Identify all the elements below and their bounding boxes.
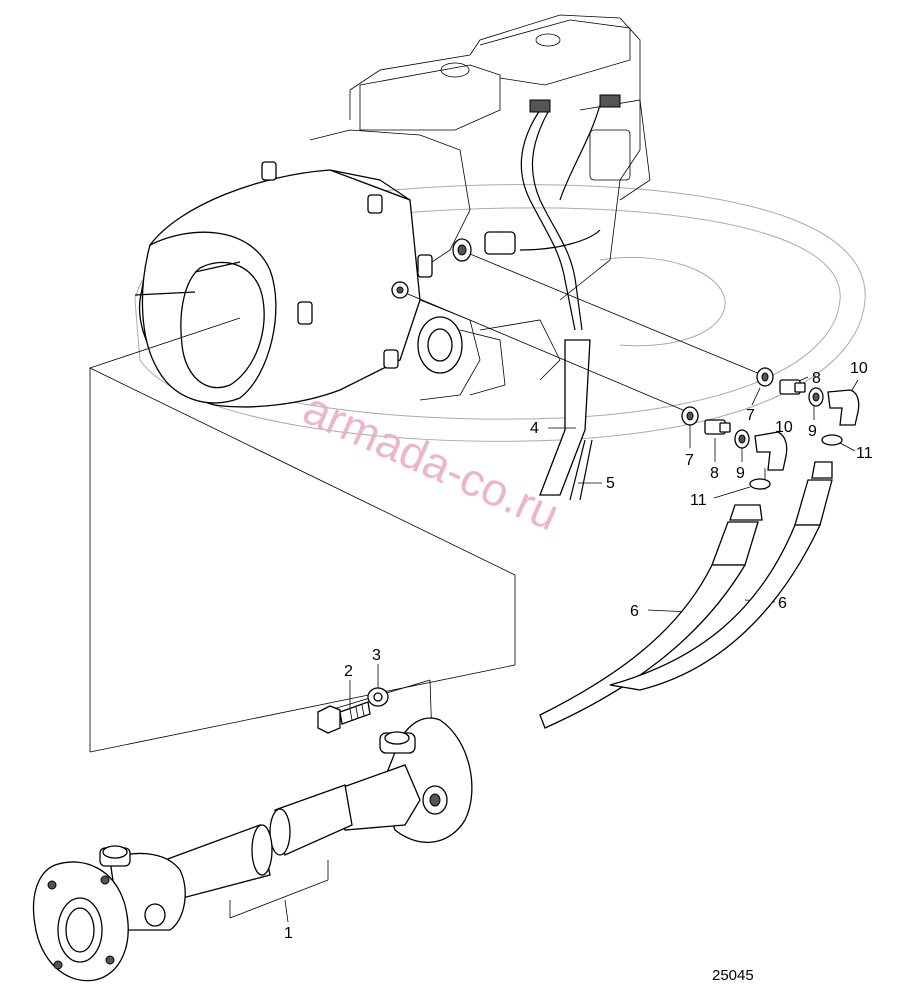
label-part-9-upper: 9 — [808, 423, 817, 440]
label-part-11-lower: 11 — [690, 492, 707, 509]
figure-number: 25045 — [712, 967, 754, 984]
engine-port-fitting — [452, 231, 516, 262]
drive-coupling — [417, 316, 506, 396]
label-part-2: 2 — [344, 663, 353, 680]
bolt-and-washer — [317, 687, 389, 734]
hose-6-pair — [539, 461, 833, 729]
fitting-set-lower — [681, 406, 788, 490]
label-part-1: 1 — [284, 925, 293, 942]
hose-4-5 — [539, 339, 593, 501]
label-part-3: 3 — [372, 647, 381, 664]
leader-lines — [349, 253, 859, 712]
label-part-8-lower: 8 — [710, 465, 719, 482]
cardan-shaft — [32, 717, 473, 982]
wiring-harness — [519, 94, 621, 331]
watermark-text: armada-co.ru — [296, 382, 567, 541]
label-1-bracket — [229, 860, 329, 923]
label-part-7-lower: 7 — [685, 452, 694, 469]
fitting-set-upper — [756, 367, 860, 446]
label-part-4: 4 — [530, 420, 539, 437]
label-part-6-right: 6 — [778, 595, 787, 612]
label-part-8-upper: 8 — [812, 370, 821, 387]
bell-housing — [134, 161, 433, 408]
label-part-6-left: 6 — [630, 603, 639, 620]
label-part-9-lower: 9 — [736, 465, 745, 482]
label-part-10-lower: 10 — [775, 419, 793, 436]
label-part-11-upper: 11 — [856, 445, 873, 462]
label-part-7-upper: 7 — [746, 407, 755, 424]
label-part-10-upper: 10 — [850, 360, 868, 377]
label-part-5: 5 — [606, 475, 615, 492]
engine-block — [309, 14, 651, 401]
